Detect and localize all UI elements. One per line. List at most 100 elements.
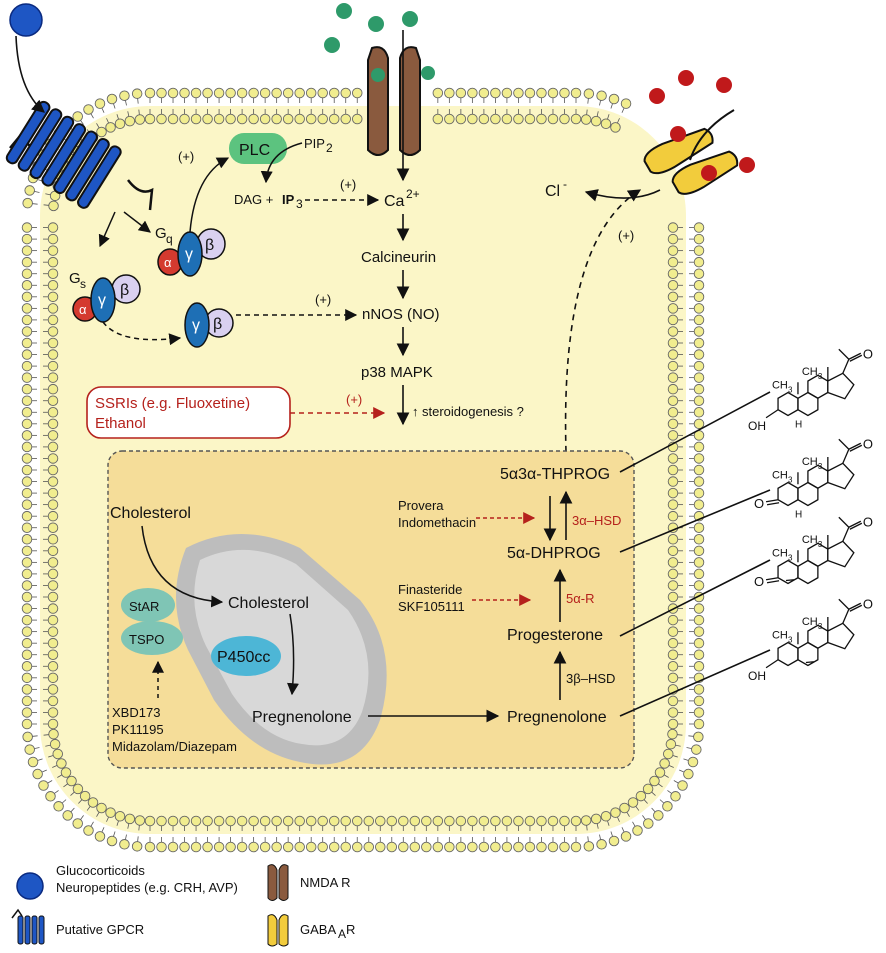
legend-ligand-icon (16, 872, 44, 900)
svg-text:Midazolam/Diazepam: Midazolam/Diazepam (112, 739, 237, 754)
tspo-protein (121, 621, 183, 655)
svg-text:nNOS (NO): nNOS (NO) (362, 306, 440, 323)
svg-text:G: G (69, 270, 81, 287)
svg-text:(+): (+) (340, 177, 356, 192)
svg-text:3β–HSD: 3β–HSD (566, 671, 615, 686)
svg-text:OH: OH (748, 669, 766, 683)
svg-text:P450cc: P450cc (217, 649, 270, 666)
legend: Glucocorticoids Neuropeptides (e.g. CRH,… (11, 863, 355, 947)
ligand-binding-arrow (15, 35, 45, 113)
svg-text:β: β (213, 316, 222, 333)
svg-text:A: A (338, 927, 346, 941)
star-protein (121, 588, 175, 622)
svg-text:α: α (79, 302, 87, 317)
svg-text:CH: CH (772, 469, 788, 481)
svg-text:Cholesterol: Cholesterol (110, 505, 191, 522)
svg-text:Pregnenolone: Pregnenolone (252, 709, 352, 726)
svg-text:StAR: StAR (129, 599, 159, 614)
svg-text:(+): (+) (315, 292, 331, 307)
legend-nmda-icon (267, 864, 289, 901)
svg-text:5α-DHPROG: 5α-DHPROG (507, 545, 601, 562)
gbg-dimer: β γ (184, 302, 234, 348)
svg-text:Indomethacin: Indomethacin (398, 515, 476, 530)
gs-protein: β α γ G s (69, 270, 141, 323)
svg-text:DAG +: DAG + (234, 192, 273, 207)
svg-text:O: O (754, 574, 764, 589)
svg-text:CH: CH (772, 629, 788, 641)
svg-text:q: q (166, 232, 173, 246)
svg-text:-: - (563, 177, 567, 191)
svg-text:3: 3 (818, 372, 823, 381)
svg-text:3: 3 (296, 197, 303, 211)
svg-text:γ: γ (98, 292, 106, 309)
svg-text:GABA: GABA (300, 922, 336, 937)
glucocorticoid-ligand (9, 3, 43, 37)
svg-text:Ethanol: Ethanol (95, 415, 146, 432)
svg-text:2+: 2+ (406, 187, 420, 201)
svg-text:3: 3 (818, 540, 823, 549)
svg-text:PIP: PIP (304, 136, 325, 151)
svg-text:CH: CH (802, 534, 818, 546)
svg-text:β: β (120, 282, 129, 299)
svg-text:Cholesterol: Cholesterol (228, 595, 309, 612)
svg-text:O: O (863, 436, 873, 451)
svg-text:XBD173: XBD173 (112, 705, 160, 720)
plc-enzyme (229, 133, 287, 164)
svg-text:Neuropeptides (e.g. CRH, AVP): Neuropeptides (e.g. CRH, AVP) (56, 880, 238, 895)
svg-text:G: G (155, 225, 167, 242)
svg-text:α: α (164, 255, 172, 270)
svg-text:5α3α-THPROG: 5α3α-THPROG (500, 466, 610, 483)
svg-text:Calcineurin: Calcineurin (361, 249, 436, 266)
svg-text:↑: ↑ (412, 404, 419, 419)
svg-text:SSRIs (e.g. Fluoxetine): SSRIs (e.g. Fluoxetine) (95, 395, 250, 412)
svg-text:SKF105111: SKF105111 (398, 599, 465, 614)
gq-protein: β α γ G q (155, 225, 226, 277)
svg-text:steroidogenesis ?: steroidogenesis ? (422, 404, 524, 419)
mitochondrion (175, 534, 387, 765)
svg-text:CH: CH (802, 616, 818, 628)
svg-text:s: s (80, 277, 86, 291)
svg-text:R: R (346, 922, 355, 937)
svg-text:Progesterone: Progesterone (507, 627, 603, 644)
svg-text:O: O (863, 596, 873, 611)
svg-text:Finasteride: Finasteride (398, 582, 462, 597)
svg-text:3: 3 (788, 635, 793, 644)
svg-text:CH: CH (802, 366, 818, 378)
svg-text:3: 3 (818, 462, 823, 471)
svg-text:H: H (795, 510, 802, 521)
svg-text:(+): (+) (178, 149, 194, 164)
svg-text:Provera: Provera (398, 498, 444, 513)
legend-gpcr-icon (11, 908, 45, 945)
svg-text:γ: γ (192, 317, 200, 334)
svg-text:γ: γ (185, 246, 193, 263)
svg-text:CH: CH (772, 379, 788, 391)
svg-text:O: O (863, 346, 873, 361)
gaba-ligands (649, 70, 755, 173)
svg-text:3: 3 (818, 622, 823, 631)
svg-text:p38 MAPK: p38 MAPK (361, 364, 433, 381)
svg-text:Putative GPCR: Putative GPCR (56, 922, 144, 937)
svg-text:O: O (863, 514, 873, 529)
glutamate-ligands (324, 3, 418, 53)
svg-text:Glucocorticoids: Glucocorticoids (56, 863, 145, 878)
svg-text:O: O (754, 496, 764, 511)
svg-text:H: H (795, 420, 802, 431)
svg-text:Pregnenolone: Pregnenolone (507, 709, 607, 726)
svg-text:Ca: Ca (384, 193, 405, 210)
svg-text:5α-R: 5α-R (566, 591, 594, 606)
svg-text:(+): (+) (346, 392, 362, 407)
nmda-receptor (367, 46, 435, 156)
svg-text:(+): (+) (618, 228, 634, 243)
p450cc-enzyme (211, 636, 281, 676)
svg-text:3: 3 (788, 385, 793, 394)
svg-text:CH: CH (802, 456, 818, 468)
svg-text:Cl: Cl (545, 183, 560, 200)
svg-text:3: 3 (788, 475, 793, 484)
svg-text:β: β (205, 237, 214, 254)
svg-text:CH: CH (772, 547, 788, 559)
svg-text:TSPO: TSPO (129, 632, 164, 647)
